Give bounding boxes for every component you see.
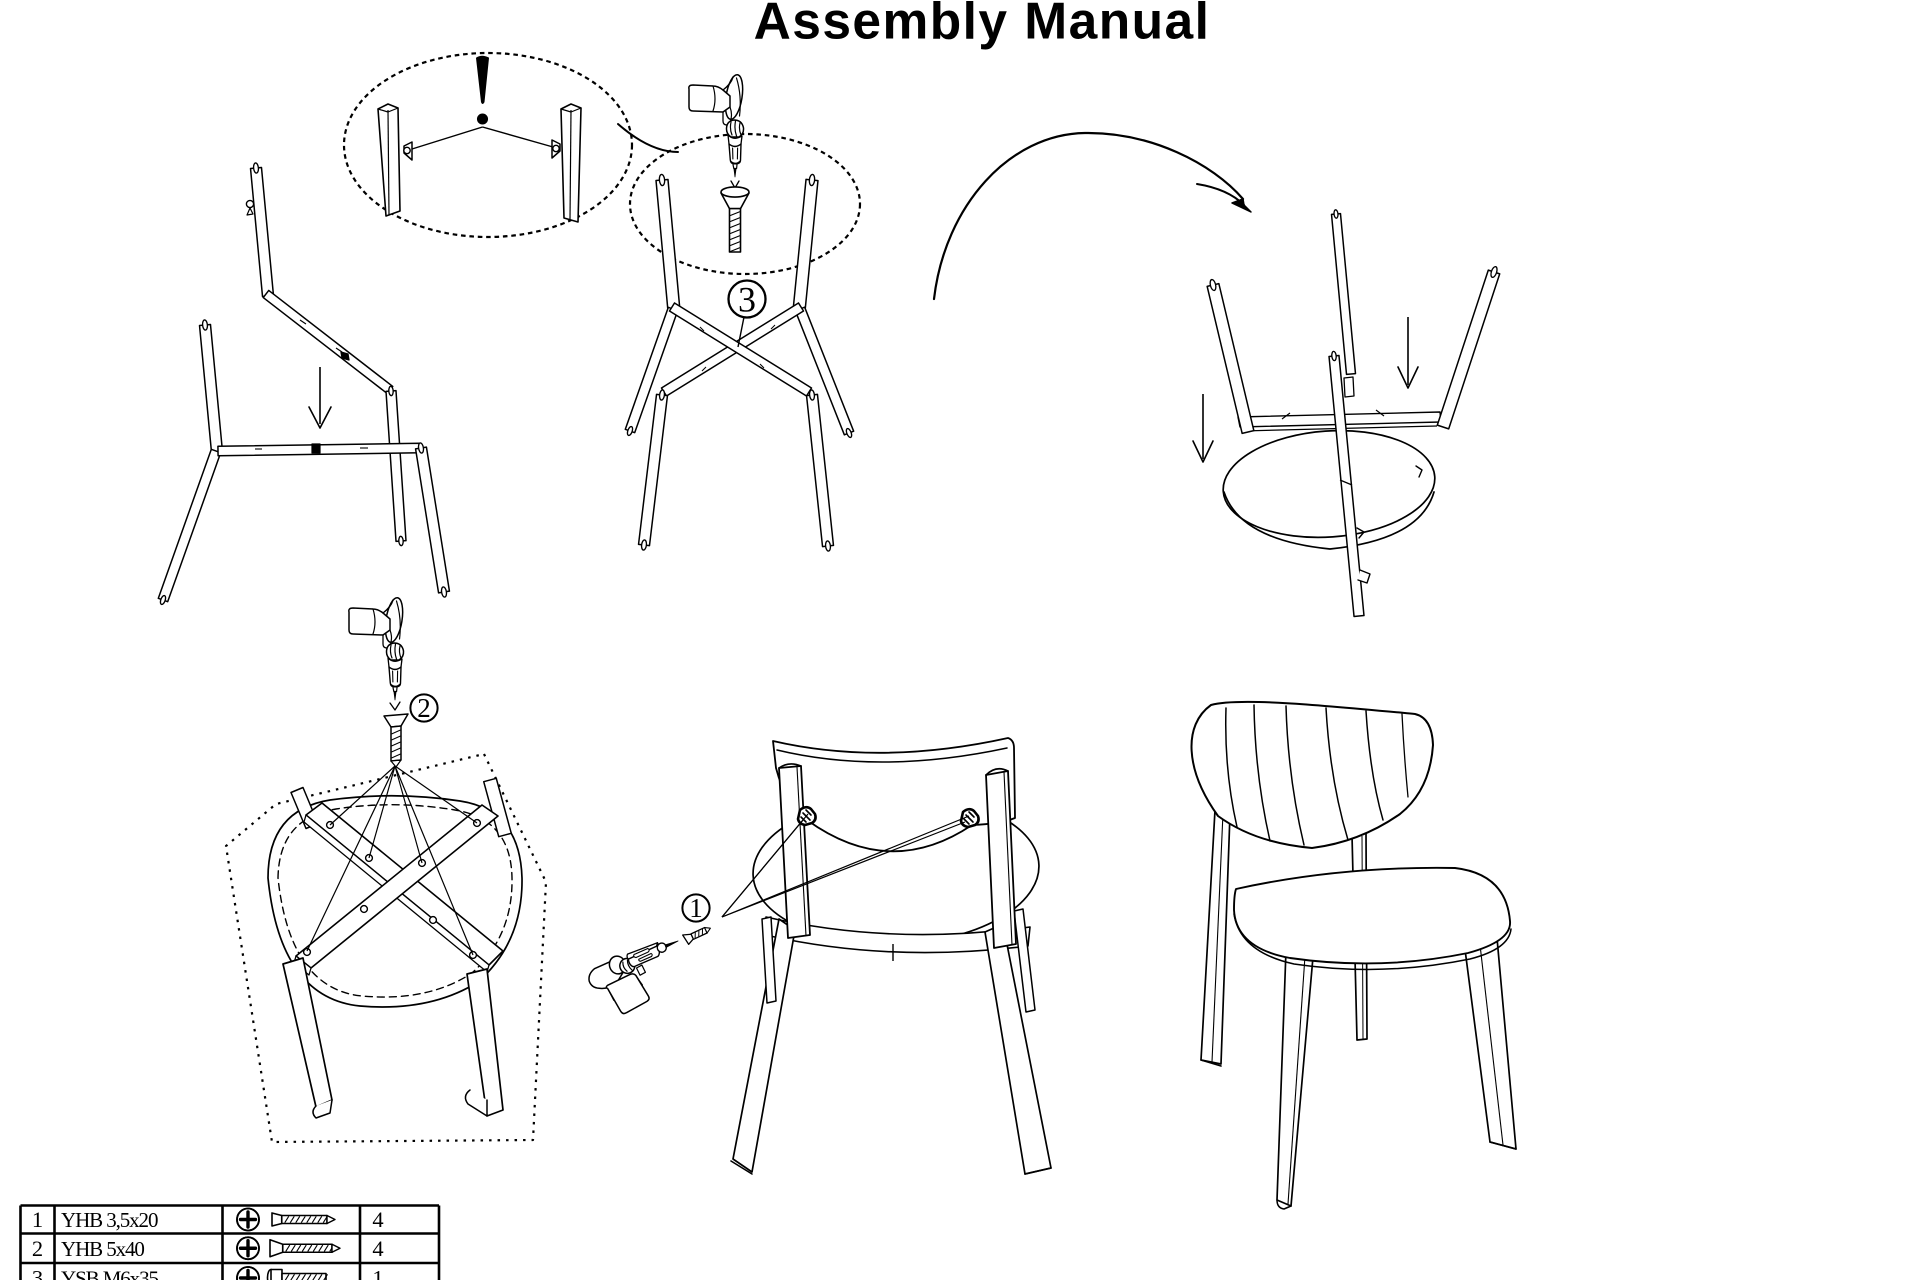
svg-text:1: 1	[689, 893, 703, 923]
svg-text:4: 4	[372, 1236, 383, 1261]
svg-text:4: 4	[372, 1207, 383, 1232]
svg-text:2: 2	[417, 693, 431, 723]
svg-text:1: 1	[32, 1207, 43, 1232]
svg-text:2: 2	[32, 1236, 43, 1261]
svg-text:3: 3	[738, 280, 756, 320]
svg-text:Assembly Manual: Assembly Manual	[754, 0, 1211, 50]
svg-text:YSB M6x35: YSB M6x35	[61, 1267, 158, 1280]
svg-text:1: 1	[372, 1266, 383, 1280]
svg-text:YHB 5x40: YHB 5x40	[61, 1237, 144, 1261]
svg-text:3: 3	[32, 1266, 43, 1280]
svg-text:YHB 3,5x20: YHB 3,5x20	[61, 1208, 158, 1232]
